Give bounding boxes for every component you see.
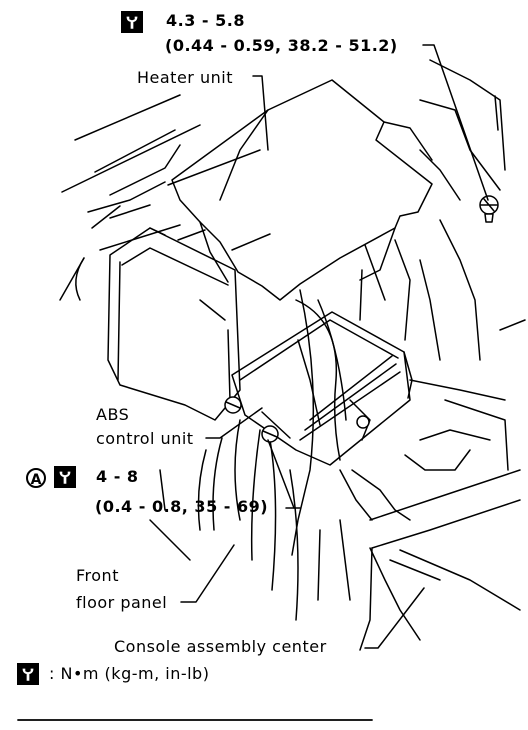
torque-top-alt: (0.44 - 0.59, 38.2 - 51.2)	[165, 36, 398, 55]
leader-lines	[180, 44, 489, 649]
heater-unit-label: Heater unit	[137, 68, 233, 87]
bolt-a-1	[224, 396, 242, 414]
front-floor-label-line1: Front	[76, 566, 119, 585]
abs-label-line1: ABS	[96, 405, 130, 424]
bolt-a-3	[356, 415, 370, 429]
bolt-top-right	[479, 195, 499, 223]
callout-a: A	[26, 468, 46, 488]
torque-a-nm: 4 - 8	[96, 467, 139, 486]
abs-control-unit-shape	[231, 311, 413, 466]
right-structure-lines	[359, 59, 526, 471]
console-assembly-shape	[149, 469, 521, 651]
torque-top-nm: 4.3 - 5.8	[166, 11, 245, 30]
bracket-and-harness	[197, 289, 373, 621]
legend-text: : N•m (kg-m, in-lb)	[49, 664, 210, 683]
left-panel-shape	[107, 227, 241, 421]
torque-a-alt: (0.4 - 0.8, 35 - 69)	[95, 497, 269, 516]
torque-wrench-icon	[121, 11, 143, 33]
torque-wrench-icon	[17, 663, 39, 685]
abs-label-line2: control unit	[96, 429, 194, 448]
torque-wrench-icon	[54, 466, 76, 488]
torque-wrench-glyph	[59, 471, 71, 484]
heater-unit-shape	[171, 79, 433, 301]
torque-wrench-glyph	[126, 16, 138, 29]
console-assembly-label: Console assembly center	[114, 637, 327, 656]
torque-wrench-glyph	[22, 668, 34, 681]
front-floor-label-line2: floor panel	[76, 593, 168, 612]
bolt-a-2	[261, 425, 279, 443]
body-structure-lines	[59, 94, 261, 301]
